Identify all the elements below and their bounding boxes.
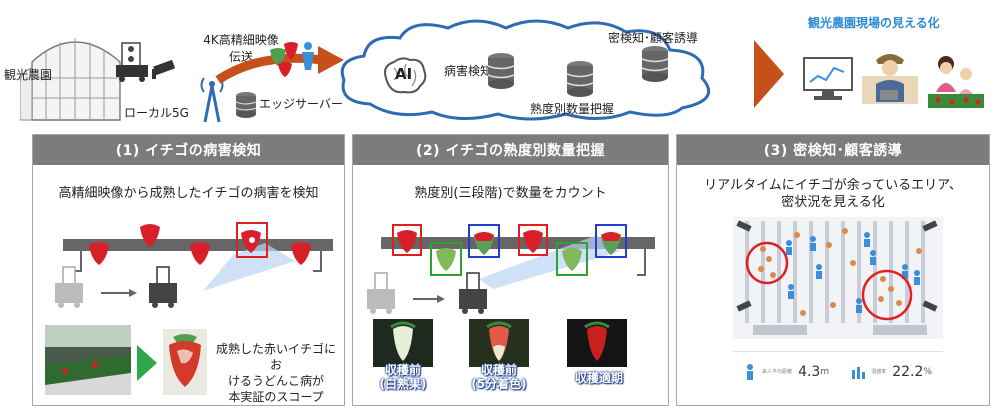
phase-ready: 収穫適期 (559, 371, 639, 385)
family-icon (928, 56, 984, 108)
description-line1: リアルタイムにイチゴが余っているエリア、 (704, 178, 962, 193)
panel-title: (2) イチゴの熟度別数量把握 (353, 135, 668, 165)
monitor-icon (803, 57, 853, 100)
farm-label: 観光農園 (4, 68, 53, 82)
panel-disease-detection: (1) イチゴの病害検知 高精細映像から成熟したイチゴの病害を検知 (32, 134, 345, 406)
harvest-ready-photo (567, 319, 627, 367)
disease-label: 病害検知 (444, 64, 493, 78)
white-fruit-photo (373, 319, 433, 367)
density-label: 密検知･顧客誘導 (608, 31, 699, 45)
stat-unit: m (820, 366, 830, 377)
flow-chevron-icon (754, 40, 784, 108)
greenhouse-icon (20, 38, 121, 121)
scope-caption: 成熟した赤いイチゴにお けるうどんこ病が 本実証のスコープ (211, 341, 341, 405)
panel-ripeness-count: (2) イチゴの熟度別数量把握 熟度別(三段階)で数量をカウント (352, 134, 669, 406)
strawberry-customers-icon (270, 42, 314, 77)
disease-db-icon (487, 53, 515, 89)
stat-value: 22.2 (892, 363, 924, 380)
panel-description: 熟度別(三段階)で数量をカウント (414, 186, 607, 201)
ripeness-label: 熟度別数量把握 (530, 102, 615, 116)
phase-line1: 収穫前 (384, 363, 421, 377)
phase-half: 収穫前 (5分着色) (461, 363, 537, 391)
local5g-label: ローカル5G (124, 106, 189, 120)
stat-label: 混雑率 (871, 369, 887, 375)
panel-description: リアルタイムにイチゴが余っているエリア、 密状況を見える化 (677, 177, 989, 211)
phase-line2: (5分着色) (471, 377, 527, 391)
caption-line3: 本実証のスコープ (228, 390, 324, 404)
stat-congestion: 混雑率 22.2% (851, 364, 932, 380)
density-map (733, 217, 943, 339)
phase-white: 収穫前 (白熟果) (367, 363, 439, 391)
half-colored-photo (469, 319, 529, 367)
panel-description: 高精細映像から成熟したイチゴの病害を検知 (58, 186, 319, 201)
stat-label: 来人平均距離 (762, 369, 793, 375)
ai-cloud (340, 19, 711, 121)
ripeness-illustration (367, 224, 655, 314)
density-db-icon (641, 46, 669, 82)
ai-label: AI (395, 65, 413, 83)
ripeness-db-icon (566, 61, 594, 97)
phase-line1: 収穫適期 (574, 371, 623, 385)
video-transmission-label: 4K高精細映像 伝送 (196, 31, 286, 65)
brain-icon (384, 57, 427, 94)
stat-unit: % (923, 366, 932, 377)
description-line2: 密状況を見える化 (781, 195, 885, 210)
panel-title: (1) イチゴの病害検知 (33, 135, 344, 165)
camera-robot-icon (116, 42, 176, 82)
panel-title: (3) 密検知･顧客誘導 (677, 135, 989, 165)
greenhouse-photo (45, 325, 131, 395)
edge-server-icon (235, 92, 257, 118)
phase-line1: 収穫前 (480, 363, 517, 377)
diseased-strawberry-photo (163, 329, 207, 395)
caption-line2: けるうどんこ病が (227, 374, 324, 388)
panel-density-guidance: (3) 密検知･顧客誘導 リアルタイムにイチゴが余っているエリア、 密状況を見え… (676, 134, 990, 406)
phase-line2: (白熟果) (379, 377, 427, 391)
edge-server-label: エッジサーバー (259, 97, 343, 111)
video-label-line1: 4K高精細映像 (203, 33, 279, 47)
caption-line1: 成熟した赤いイチゴにお (215, 342, 336, 372)
antenna-icon (200, 77, 224, 123)
photo-arrow-icon (137, 345, 157, 381)
result-title: 観光農園現場の見える化 (808, 16, 940, 30)
bar-chart-icon (852, 366, 866, 379)
disease-detection-illustration (55, 222, 333, 308)
staff-icon (862, 54, 918, 104)
video-label-line2: 伝送 (228, 50, 253, 64)
person-icon (747, 363, 754, 380)
stat-value: 4.3 (798, 363, 821, 380)
